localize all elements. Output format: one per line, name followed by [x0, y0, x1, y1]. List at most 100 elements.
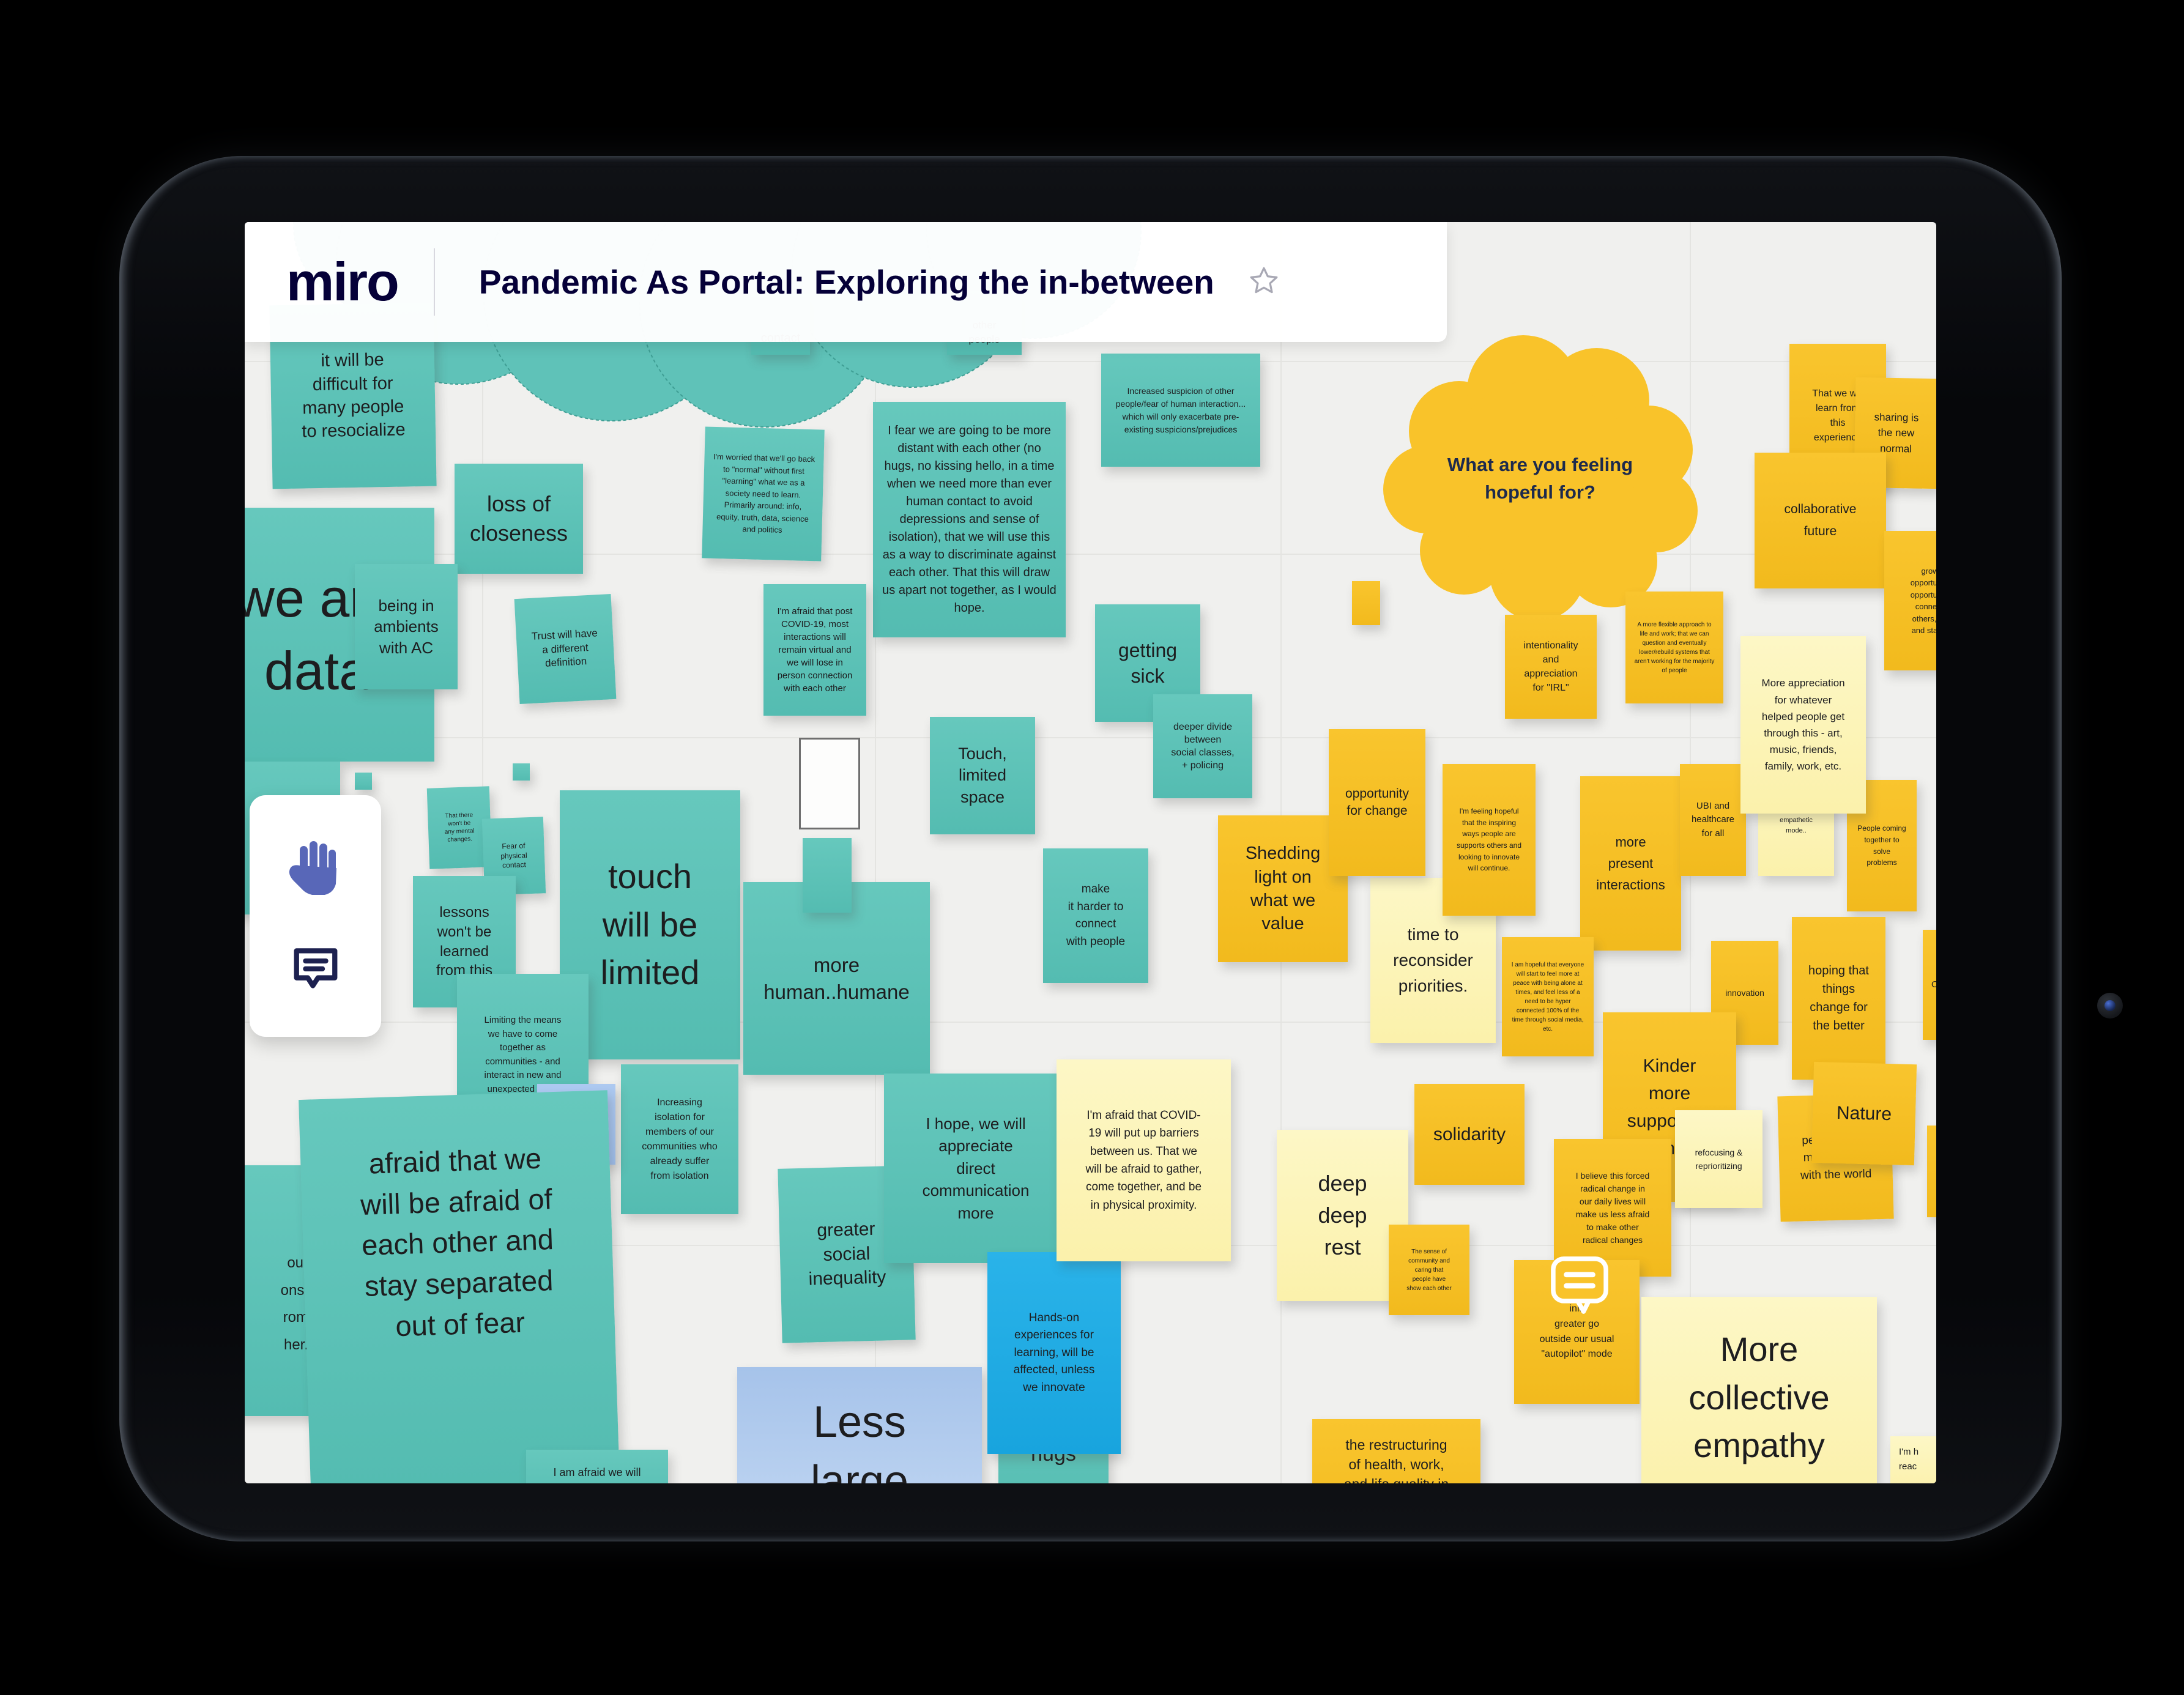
note-text: People coming together to solve problems	[1857, 824, 1906, 867]
note-text: initi greater go outside our usual "auto…	[1539, 1303, 1614, 1360]
note-text: loss of closeness	[469, 491, 568, 546]
note-small-yellow-square[interactable]	[1352, 581, 1380, 625]
note-hopeful-at-peace[interactable]: I am hopeful that everyone will start to…	[1502, 937, 1594, 1056]
note-more-present-interactions[interactable]: more present interactions	[1580, 776, 1681, 951]
app-header: miro Pandemic As Portal: Exploring the i…	[245, 222, 1447, 342]
note-text: I'm feeling hopeful that the inspiring w…	[1456, 807, 1522, 873]
note-afraid-post-covid[interactable]: I'm afraid that post COVID-19, most inte…	[763, 584, 866, 716]
note-deeper-divide[interactable]: deeper divide between social classes, + …	[1153, 694, 1252, 798]
note-text: touch will be limited	[600, 857, 700, 992]
note-getting-sick[interactable]: getting sick	[1095, 604, 1200, 722]
floating-toolbar	[250, 795, 381, 1037]
note-im-h-fragment[interactable]: I'm h reac	[1890, 1436, 1936, 1483]
note-empty-selected-frame[interactable]	[799, 738, 860, 829]
note-text: Increased suspicion of other people/fear…	[1115, 385, 1246, 434]
note-i-am-afraid-fragment[interactable]: I am afraid we will	[526, 1450, 668, 1483]
note-small-teal-square-1[interactable]	[513, 763, 530, 781]
comment-bubble-icon[interactable]	[1547, 1251, 1613, 1319]
note-more-human-humane[interactable]: more human..humane	[743, 882, 930, 1075]
note-trust-definition[interactable]: Trust will have a different definition	[514, 593, 617, 705]
note-intentionality-irl[interactable]: intentionality and appreciation for "IRL…	[1505, 615, 1597, 719]
hand-tool-button[interactable]	[282, 831, 349, 898]
note-make-it-harder[interactable]: make it harder to connect with people	[1043, 848, 1148, 983]
note-text: more human..humane	[763, 953, 910, 1003]
note-text: I am hopeful that everyone will start to…	[1511, 961, 1584, 1033]
note-text: time to reconsider priorities.	[1393, 925, 1473, 995]
note-op-fragment[interactable]: Op	[1923, 930, 1936, 1040]
note-text: Touch, limited space	[958, 744, 1007, 806]
note-feeling-hopeful-inspiring[interactable]: I'm feeling hopeful that the inspiring w…	[1443, 764, 1536, 916]
note-text: UBI and healthcare for all	[1691, 800, 1735, 839]
note-afraid-of-each-other[interactable]: afraid that we will be afraid of each ot…	[299, 1090, 620, 1483]
note-text: Fear of physical contact	[500, 841, 527, 870]
note-opportunity-for-change[interactable]: opportunity for change	[1329, 729, 1425, 876]
comment-tool-button[interactable]	[282, 934, 349, 1001]
note-text: I hope, we will appreciate direct commun…	[922, 1115, 1030, 1222]
note-text: l our ons, rom her.	[280, 1228, 308, 1353]
note-text: More appreciation for whatever helped pe…	[1761, 677, 1845, 773]
note-small-teal-note[interactable]	[803, 838, 852, 913]
note-worried-normal[interactable]: I'm worried that we'll go back to "norma…	[702, 426, 825, 562]
note-growth-opportunities-fragment[interactable]: growth opportunities opportunities conne…	[1884, 531, 1936, 670]
note-restructuring[interactable]: the restructuring of health, work, and l…	[1312, 1419, 1480, 1483]
note-touch-will-be-limited[interactable]: touch will be limited	[560, 790, 740, 1059]
note-text: solidarity	[1433, 1124, 1506, 1144]
note-loss-of-closeness[interactable]: loss of closeness	[455, 464, 583, 574]
note-deep-deep-rest[interactable]: deep deep rest	[1277, 1130, 1408, 1301]
note-small-teal-square-2[interactable]	[355, 773, 372, 790]
prompt-cloud[interactable]: What are you feeling hopeful for?	[1383, 335, 1698, 621]
board-title[interactable]: Pandemic As Portal: Exploring the in-bet…	[478, 263, 1214, 301]
note-text: sharing is the new normal	[1874, 411, 1919, 455]
note-text: Hands-on experiences for learning, will …	[1013, 1311, 1095, 1394]
note-text: refocusing & reprioritizing	[1695, 1147, 1743, 1171]
note-flexible-approach[interactable]: A more flexible approach to life and wor…	[1625, 592, 1723, 703]
note-text: Nature	[1836, 1102, 1892, 1124]
front-camera	[2097, 993, 2123, 1018]
note-text: I am afraid we will	[553, 1466, 641, 1478]
note-text: getting sick	[1118, 639, 1178, 687]
star-favorite-icon[interactable]	[1248, 265, 1280, 300]
note-right-edge-sliver[interactable]	[1927, 1126, 1936, 1217]
prompt-cloud-text: What are you feeling hopeful for?	[1447, 453, 1633, 503]
note-text: lessons won't be learned from this	[436, 904, 492, 979]
notes-layer: it will be difficult for many people to …	[245, 222, 1936, 1483]
note-shedding-light[interactable]: Shedding light on what we value	[1218, 815, 1348, 962]
note-hoping-things-change[interactable]: hoping that things change for the better	[1792, 917, 1885, 1080]
note-touch-limited-space[interactable]: Touch, limited space	[930, 717, 1035, 834]
note-forced-radical-change[interactable]: I believe this forced radical change in …	[1554, 1139, 1671, 1277]
note-fear-more-distant[interactable]: I fear we are going to be more distant w…	[873, 402, 1066, 637]
note-text: being in ambients with AC	[374, 596, 439, 657]
note-being-in-ambients[interactable]: being in ambients with AC	[355, 564, 458, 689]
note-text: more present interactions	[1596, 834, 1665, 893]
note-increasing-isolation[interactable]: Increasing isolation for members of our …	[621, 1064, 738, 1214]
note-nature[interactable]: Nature	[1811, 1061, 1917, 1166]
note-text: it will be difficult for many people to …	[302, 350, 406, 442]
miro-logo[interactable]: miro	[286, 251, 399, 312]
hand-icon	[289, 841, 336, 896]
note-more-collective-empathy[interactable]: More collective empathy	[1641, 1297, 1877, 1483]
note-sense-of-community[interactable]: The sense of community and caring that p…	[1389, 1225, 1469, 1315]
note-text: Op	[1931, 979, 1936, 990]
note-text: deeper divide between social classes, + …	[1171, 721, 1235, 771]
note-text: A more flexible approach to life and wor…	[1634, 621, 1715, 674]
note-hope-appreciate-direct[interactable]: I hope, we will appreciate direct commun…	[884, 1074, 1068, 1263]
note-refocusing[interactable]: refocusing & reprioritizing	[1675, 1110, 1762, 1208]
note-text: collaborative future	[1784, 502, 1857, 538]
note-text: I believe this forced radical change in …	[1575, 1170, 1650, 1245]
note-ubi-healthcare[interactable]: UBI and healthcare for all	[1680, 764, 1746, 876]
note-covid-barriers[interactable]: I'm afraid that COVID- 19 will put up ba…	[1057, 1059, 1231, 1261]
note-text: I'm worried that we'll go back to "norma…	[713, 452, 815, 535]
note-text: I'm afraid that COVID- 19 will put up ba…	[1085, 1108, 1202, 1212]
note-hands-on-experiences[interactable]: Hands-on experiences for learning, will …	[987, 1252, 1121, 1454]
note-text: hoping that things change for the better	[1808, 964, 1869, 1033]
note-text: the restructuring of health, work, and l…	[1344, 1437, 1449, 1483]
note-less-large[interactable]: Less large	[737, 1367, 982, 1483]
note-increased-suspicion[interactable]: Increased suspicion of other people/fear…	[1101, 354, 1260, 467]
note-text: The sense of community and caring that p…	[1406, 1248, 1452, 1292]
note-more-appreciation[interactable]: More appreciation for whatever helped pe…	[1740, 636, 1866, 814]
note-solidarity[interactable]: solidarity	[1414, 1084, 1525, 1185]
note-text: afraid that we will be afraid of each ot…	[360, 1141, 554, 1343]
note-text: innovation	[1725, 987, 1764, 998]
note-collaborative-future[interactable]: collaborative future	[1755, 453, 1886, 588]
